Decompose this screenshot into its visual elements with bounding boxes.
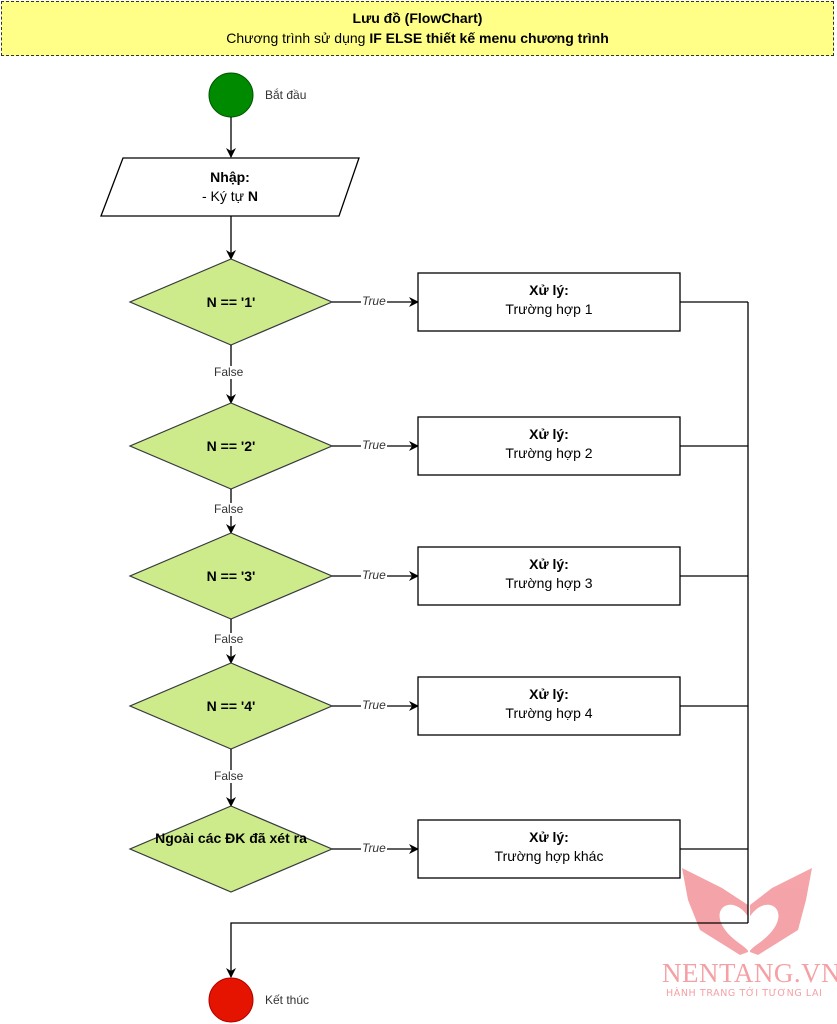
process-node [417,272,681,332]
input-title: Nhập: [210,169,250,185]
process-node [417,546,681,606]
process-body: Trường hợp 1 [505,301,593,317]
input-line-plain: - Ký tự [201,188,248,204]
edge-to-end [226,922,748,978]
true-label: True [361,698,387,712]
decision-text: Ngoài các ĐK đã xét ra [155,830,307,846]
process-node [417,416,681,476]
process-body: Trường hợp 3 [505,575,593,591]
process-text: Xử lý: Trường hợp 4 [418,685,680,723]
end-label: Kết thúc [265,993,310,1007]
decision-text: N == '4' [206,698,256,714]
false-label: False [213,632,245,646]
subtitle-plain: Chương trình sử dụng [226,30,370,46]
true-label: True [361,294,387,308]
process-node [417,676,681,736]
process-node [417,819,681,879]
diagram-subtitle: Chương trình sử dụng IF ELSE thiết kế me… [2,30,833,46]
process-text: Xử lý: Trường hợp khác [418,828,680,866]
true-label: True [361,438,387,452]
process-title: Xử lý: [529,686,569,702]
false-label: False [213,365,245,379]
true-label: True [361,841,387,855]
process-body: Trường hợp 2 [505,445,593,461]
decision-text: N == '3' [206,568,256,584]
diagram-title: Lưu đồ (FlowChart) [352,10,483,26]
watermark-logo-icon [682,868,812,955]
input-line-bold: N [247,188,259,204]
process-text: Xử lý: Trường hợp 2 [418,425,680,463]
subtitle-bold: IF ELSE thiết kế menu chương trình [369,30,609,46]
decision-node [128,805,334,893]
process-body: Trường hợp khác [494,848,604,864]
process-text: Xử lý: Trường hợp 1 [418,281,680,319]
decision-text: N == '1' [206,294,256,310]
process-title: Xử lý: [529,426,569,442]
process-title: Xử lý: [529,829,569,845]
decision-text: N == '2' [206,438,256,454]
title-box: Lưu đồ (FlowChart) Chương trình sử dụng … [1,1,834,56]
process-body: Trường hợp 4 [505,705,593,721]
input-text: Nhập: - Ký tự N [110,168,350,206]
process-title: Xử lý: [529,282,569,298]
watermark-brand: NENTANG.VN [662,958,837,988]
false-label: False [213,768,245,783]
false-label: False [213,502,245,516]
start-node [208,72,254,118]
input-node [100,157,360,217]
true-label: True [361,568,387,582]
process-title: Xử lý: [529,556,569,572]
input-line: - Ký tự N [110,187,350,206]
end-node [208,977,254,1023]
start-label: Bắt đầu [265,88,307,102]
process-text: Xử lý: Trường hợp 3 [418,555,680,593]
watermark-slogan: HÀNH TRANG TỚI TƯƠNG LAI [666,988,823,999]
